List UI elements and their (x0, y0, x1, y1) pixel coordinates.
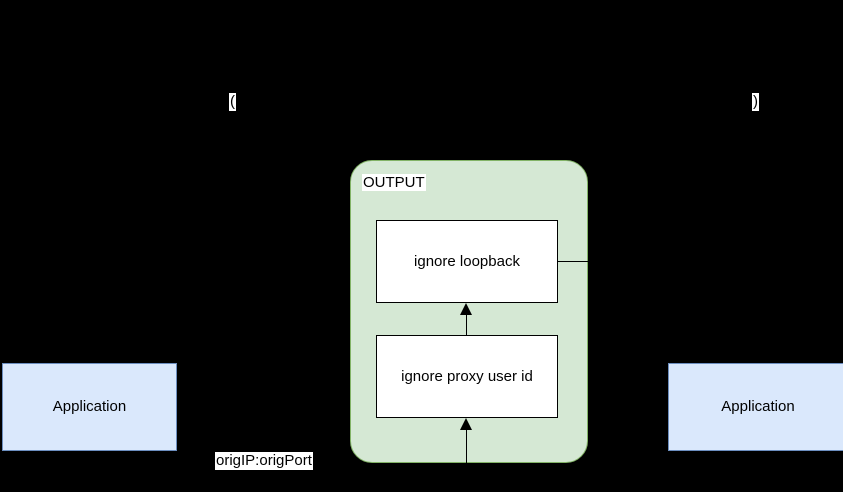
connector-proxy-to-loopback-shaft (466, 305, 467, 335)
process-box-ignore-loopback[interactable]: ignore loopback (376, 220, 558, 303)
process-box-ignore-proxy-user-id[interactable]: ignore proxy user id (376, 335, 558, 418)
application-box-right-label: Application (721, 398, 795, 415)
process-box-ignore-loopback-label: ignore loopback (414, 252, 520, 270)
arrowhead-up-icon-inbound-to-proxy (460, 418, 472, 430)
application-box-left[interactable]: Application (2, 363, 177, 451)
edge-label-orig-endpoint: origIP:origPort (215, 452, 313, 470)
connector-loopback-to-right (558, 261, 588, 262)
edge-label-paren-left: ( (229, 93, 236, 111)
process-box-ignore-proxy-user-id-label: ignore proxy user id (401, 367, 533, 385)
application-box-right[interactable]: Application (668, 363, 843, 451)
arrowhead-up-icon-proxy-to-loopback (460, 303, 472, 315)
output-group-label: OUTPUT (362, 174, 426, 192)
application-box-left-label: Application (52, 398, 127, 415)
connector-inbound-to-proxy-shaft (466, 420, 467, 492)
edge-label-paren-right: ) (752, 93, 759, 111)
